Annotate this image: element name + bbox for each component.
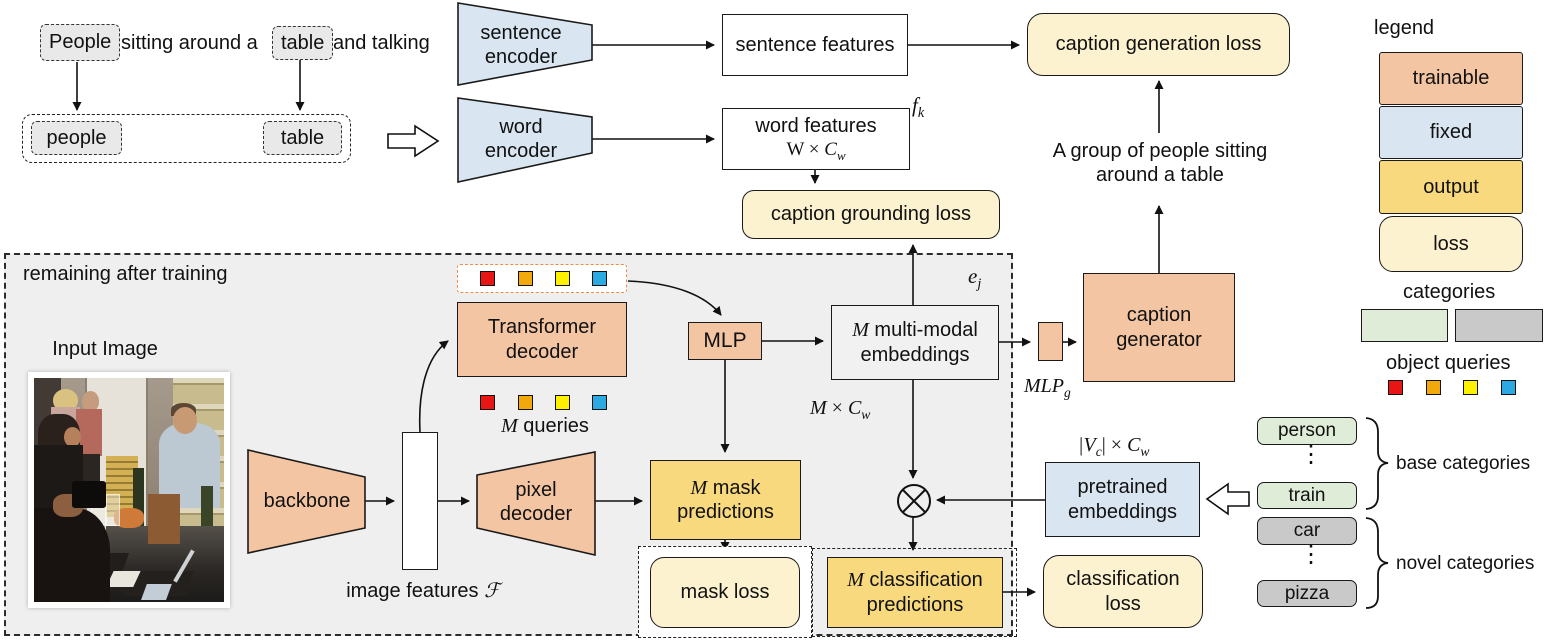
legend-output-box: output — [1379, 160, 1523, 214]
word-features-box: word features W × Cw — [722, 108, 910, 170]
vc-cw-dimension-label: |Vc| × Cw — [1078, 434, 1150, 459]
phrase-chip-people: People — [40, 24, 121, 61]
legend-novel-category-swatch — [1455, 309, 1543, 342]
image-features-label: image features ℱ — [346, 580, 500, 602]
photo-napkin — [113, 507, 145, 529]
arrow-features-to-transformer — [418, 340, 449, 433]
word-features-symbol: fk — [912, 93, 925, 122]
phrase-chip-people-label: People — [49, 31, 112, 53]
phrase-middle-text: sitting around a — [121, 32, 258, 54]
word-chip-table: table — [263, 121, 342, 155]
legend-loss-box: loss — [1379, 216, 1523, 272]
category-chip-train: train — [1257, 482, 1357, 509]
photo-woman-face — [64, 427, 82, 448]
word-chip-people-label: people — [46, 126, 107, 149]
legend-categories-label: categories — [1403, 281, 1496, 303]
query-yellow-icon — [555, 271, 570, 286]
mask-loss-box: mask loss — [650, 557, 800, 628]
pixel-decoder-shape — [476, 451, 596, 557]
query-blue-icon — [592, 271, 607, 286]
block-arrow-right-icon — [387, 124, 440, 158]
block-arrow-left-icon — [1205, 482, 1250, 516]
phrase-chip-table: table — [272, 26, 334, 60]
novel-categories-brace — [1365, 517, 1389, 609]
photo-wine-glass-2 — [106, 494, 120, 526]
backbone-label: backbone — [263, 490, 351, 512]
arrow-queries-to-mlp — [627, 280, 722, 316]
query-red-icon — [480, 271, 495, 286]
legend-object-queries-label: object queries — [1386, 352, 1511, 374]
base-categories-brace — [1365, 417, 1389, 510]
caption-generation-loss-box: caption generation loss — [1027, 13, 1290, 76]
legend-query-yellow-icon — [1463, 380, 1478, 395]
photo-camera — [72, 481, 107, 508]
word-encoder-shape — [457, 97, 593, 183]
sentence-encoder-shape — [457, 2, 593, 86]
legend-fixed-box: fixed — [1379, 106, 1523, 159]
photo-man-head — [172, 407, 198, 434]
query-red-icon — [480, 395, 495, 410]
tensor-product-icon — [897, 484, 931, 518]
sentence-features-box: sentence features — [722, 14, 908, 76]
word-chip-people: people — [31, 121, 122, 155]
novel-ellipsis: ⋮ — [1299, 541, 1323, 568]
word-chip-table-label: table — [280, 126, 325, 149]
region-label: remaining after training — [23, 263, 228, 285]
query-orange-icon — [518, 271, 533, 286]
category-chip-person: person — [1257, 417, 1357, 445]
photo-scene — [34, 378, 224, 602]
legend-trainable-box: trainable — [1379, 52, 1523, 105]
category-chip-car: car — [1257, 517, 1357, 545]
backbone-shape — [247, 448, 366, 554]
legend-title: legend — [1374, 17, 1435, 39]
phrase-end-text: and talking — [333, 32, 430, 54]
query-orange-icon — [518, 395, 533, 410]
base-ellipsis: ⋮ — [1299, 441, 1323, 468]
image-features-rect — [402, 432, 438, 570]
category-chip-pizza: pizza — [1257, 580, 1357, 607]
mlp-box: MLP — [688, 322, 762, 360]
legend-query-orange-icon — [1426, 380, 1441, 395]
caption-grounding-loss-box: caption grounding loss — [742, 190, 1000, 239]
phrase-chip-table-label: table — [281, 31, 325, 54]
mask-predictions-box: M mask predictions — [650, 460, 801, 540]
input-image-photo — [28, 372, 230, 608]
m-queries-label: M queries — [501, 415, 589, 437]
query-blue-icon — [592, 395, 607, 410]
photo-blonde-hair — [53, 389, 78, 412]
photo-bottle-2 — [201, 485, 213, 544]
base-categories-label: base categories — [1396, 453, 1531, 474]
input-image-label: Input Image — [52, 338, 158, 360]
legend-base-category-swatch — [1361, 309, 1448, 342]
novel-categories-label: novel categories — [1396, 553, 1535, 574]
mlp-g-label: MLPg — [1024, 375, 1071, 400]
ej-symbol: ej — [968, 264, 982, 293]
classification-predictions-box: M classification predictions — [827, 557, 1003, 628]
m-cw-dimension-label: M × Cw — [810, 397, 871, 422]
legend-query-blue-icon — [1501, 380, 1516, 395]
multimodal-embeddings-box: M multi-modal embeddings — [831, 305, 999, 380]
photo-foreground-arm — [34, 507, 110, 602]
photo-man-back-head — [81, 391, 99, 412]
photo-wood-box — [148, 494, 181, 544]
mlp-g-box — [1038, 322, 1063, 361]
arrow-group — [72, 40, 1164, 597]
photo-bottle — [132, 467, 145, 526]
legend-query-red-icon — [1388, 380, 1403, 395]
query-yellow-icon — [555, 395, 570, 410]
